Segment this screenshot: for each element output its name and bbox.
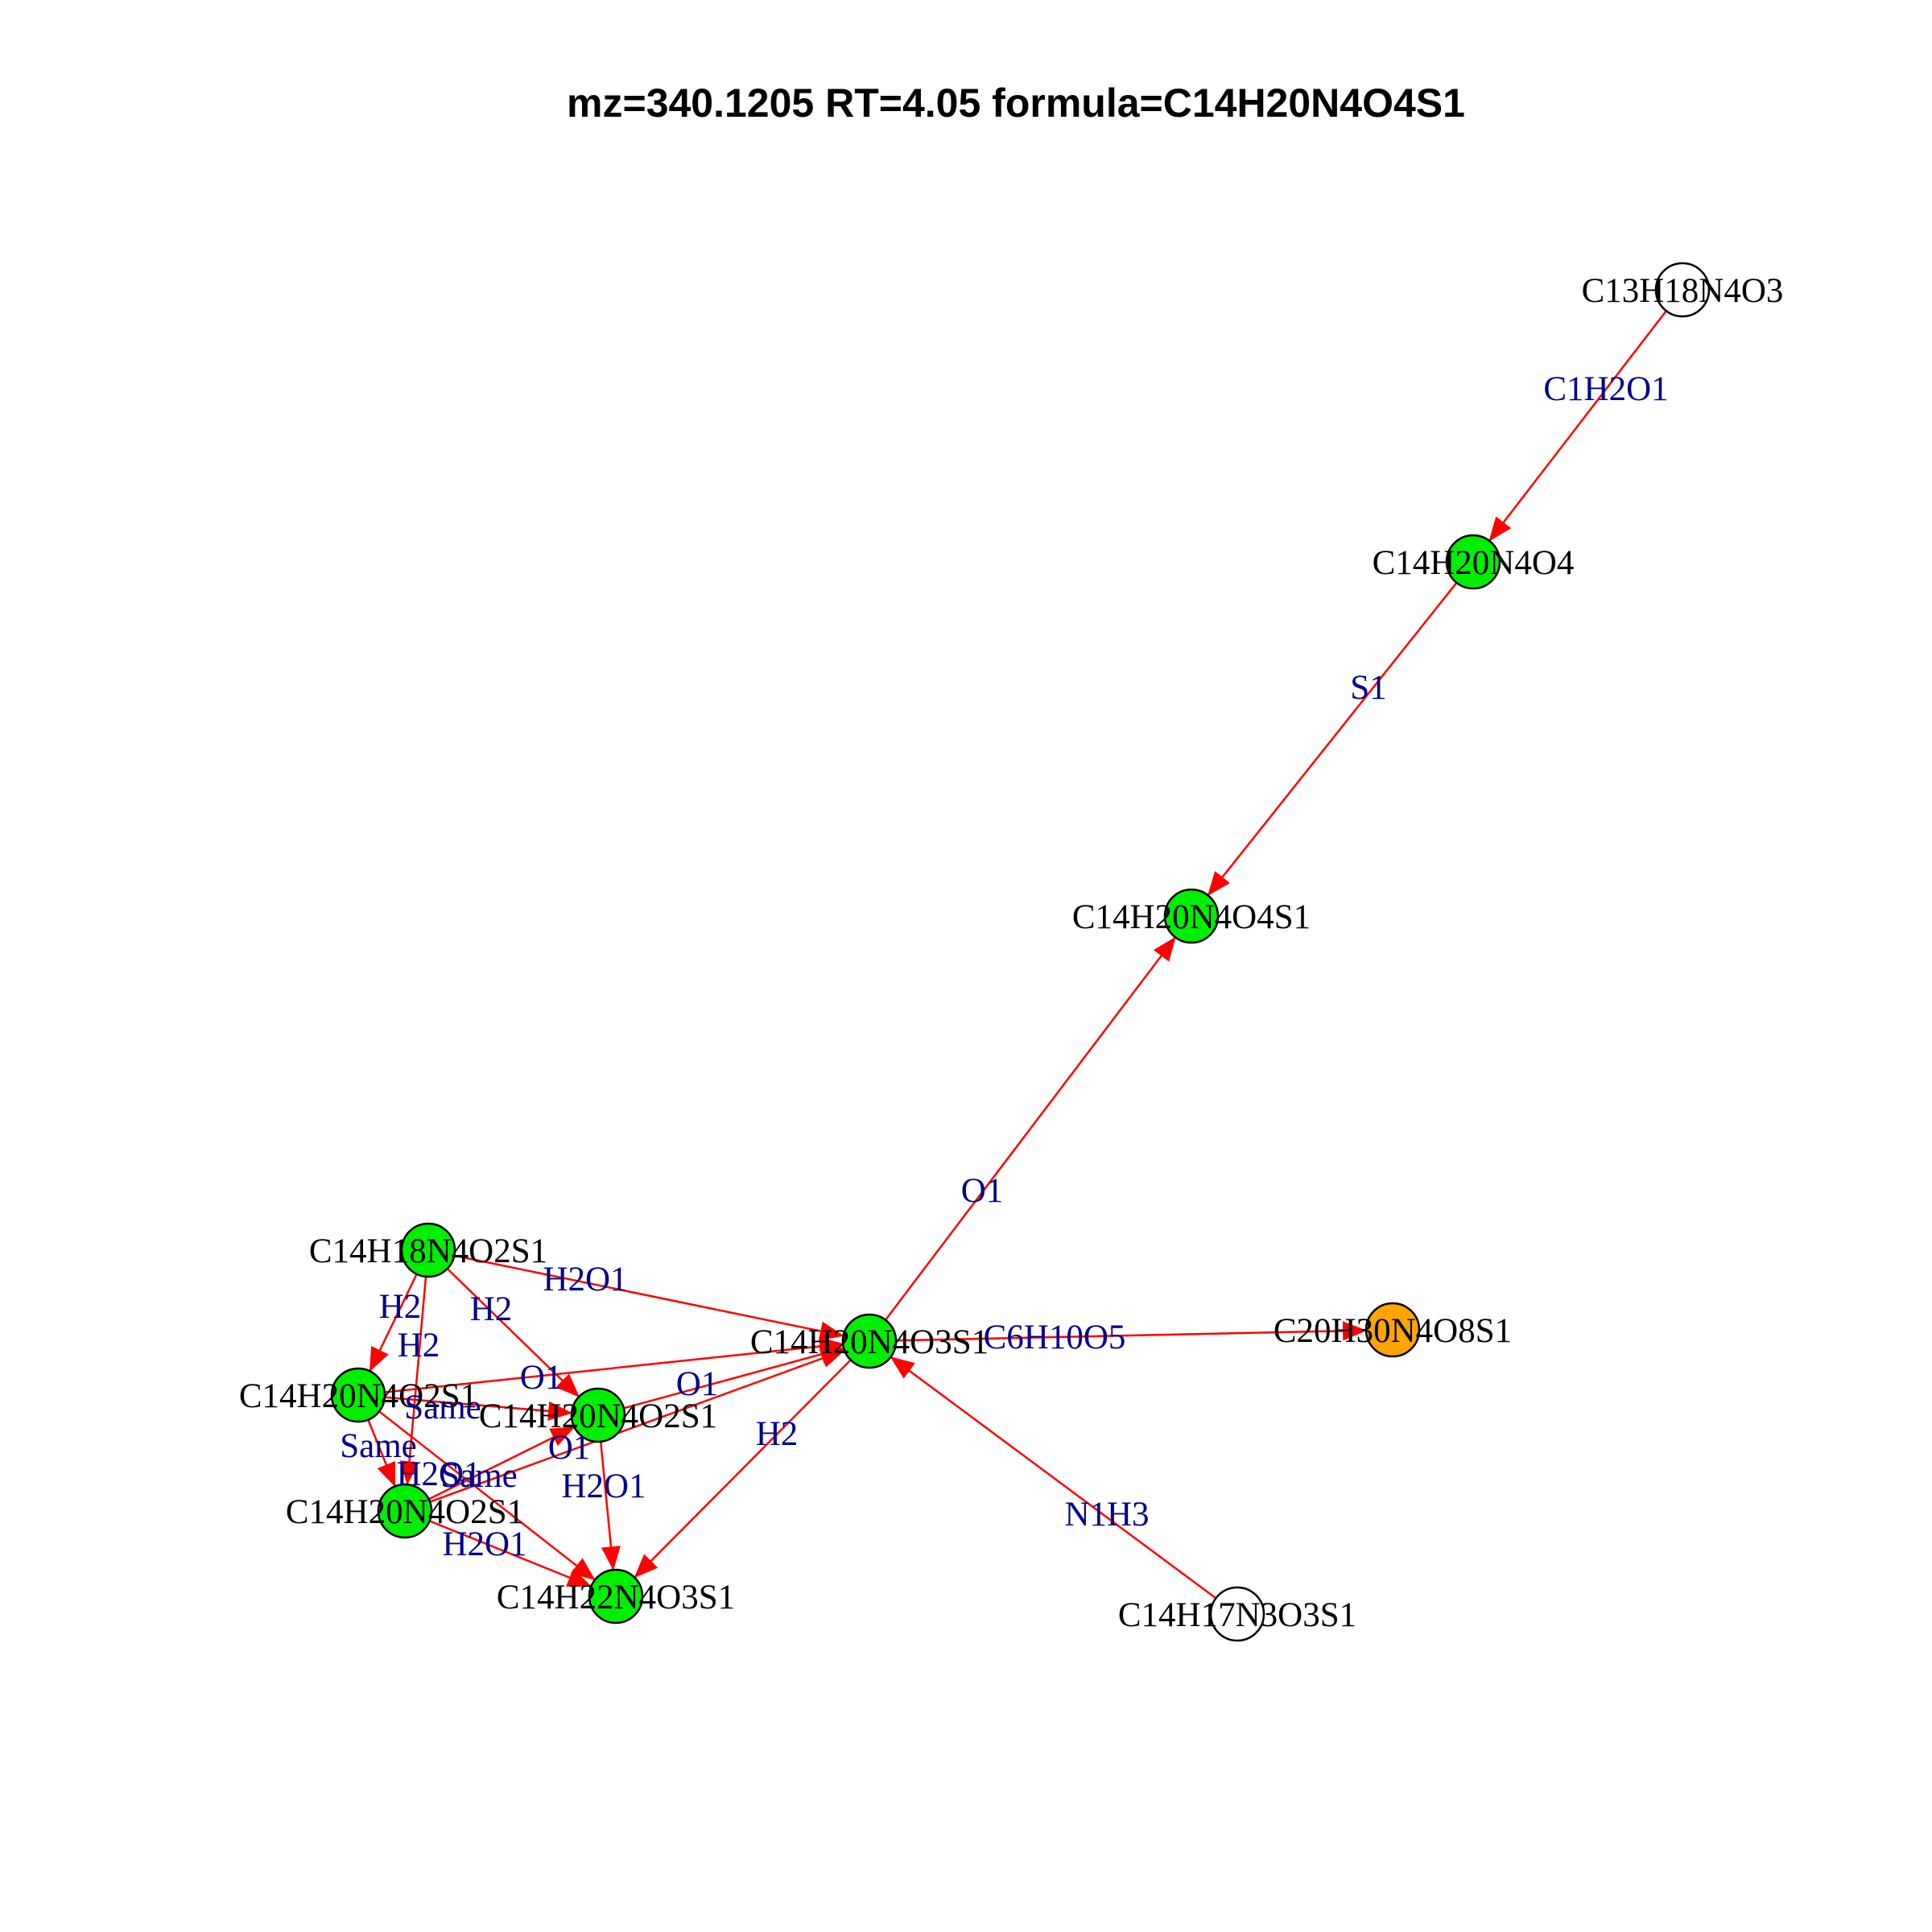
edge-12	[429, 1349, 845, 1503]
edge-label: Same	[404, 1389, 481, 1426]
edge-label: C6H10O5	[984, 1319, 1126, 1356]
edge-label: C1H2O1	[1543, 370, 1668, 408]
edge-13	[384, 1396, 573, 1421]
diagram-title: mz=340.1205 RT=4.05 formula=C14H20N4O4S1	[567, 80, 1465, 126]
edge-label: H2O1	[396, 1455, 481, 1493]
node-c14h20n4o3s1	[841, 1313, 898, 1369]
node-c14h22n4o3s1	[588, 1568, 644, 1624]
node-label: C14H20N4O4	[1373, 544, 1575, 582]
node-c14h17n3o3s1	[1209, 1586, 1265, 1642]
edge-label: H2O1	[442, 1525, 526, 1563]
node-label: C14H17N3O3S1	[1118, 1596, 1356, 1634]
edge-label: Same	[440, 1457, 518, 1495]
edge-14	[367, 1419, 396, 1488]
node-label: C13H18N4O3	[1582, 272, 1784, 310]
edge-3	[895, 1321, 1368, 1342]
node-c14h20n4o2s1-a	[330, 1367, 386, 1423]
edge-label: H2	[379, 1288, 422, 1326]
edge-label: H2O1	[543, 1261, 627, 1298]
edge-18	[429, 1520, 592, 1587]
edge-label: H2	[398, 1327, 440, 1364]
edge-10	[384, 1336, 844, 1393]
node-label: C14H20N4O2S1	[479, 1397, 717, 1435]
edge-16	[378, 1410, 596, 1581]
edge-label: H2	[470, 1290, 513, 1328]
edge-label: H2O1	[561, 1468, 646, 1505]
node-labels-layer: C13H18N4O3C14H20N4O4C14H20N4O4S1C14H20N4…	[239, 272, 1784, 1634]
node-label: C14H20N4O3S1	[750, 1323, 989, 1361]
node-label: C14H20N4O2S1	[286, 1493, 524, 1531]
node-c14h20n4o2s1-c	[377, 1483, 433, 1539]
edge-label: N1H3	[1064, 1496, 1149, 1534]
node-c20h30n4o8s1	[1364, 1302, 1421, 1358]
edge-label: Same	[340, 1427, 417, 1465]
node-label: C14H22N4O3S1	[497, 1579, 735, 1616]
edges-layer	[367, 310, 1667, 1600]
edge-17	[599, 1441, 621, 1571]
node-c14h18n4o2s1	[400, 1222, 456, 1278]
edge-label: S1	[1350, 669, 1386, 707]
edge-6	[454, 1254, 844, 1341]
node-c14h20n4o4	[1445, 534, 1501, 590]
edge-15	[428, 1426, 576, 1501]
edge-label: O1	[676, 1365, 719, 1403]
nodes-layer	[330, 262, 1711, 1642]
edge-5	[634, 1359, 852, 1579]
node-c14h20n4o4s1	[1163, 888, 1220, 944]
node-label: C14H18N4O2S1	[309, 1232, 547, 1270]
edge-7	[369, 1274, 418, 1373]
edge-label: O1	[548, 1429, 591, 1467]
edge-1	[1207, 582, 1458, 896]
edge-9	[399, 1276, 427, 1486]
edge-label: O1	[520, 1359, 563, 1397]
node-label: C20H30N4O8S1	[1274, 1312, 1512, 1350]
edge-2	[884, 936, 1176, 1321]
edge-label: O1	[961, 1172, 1004, 1210]
edge-11	[623, 1344, 845, 1410]
edge-0	[1488, 310, 1667, 542]
node-c14h20n4o2s1-b	[570, 1387, 626, 1443]
edge-label: H2	[756, 1415, 799, 1453]
edge-4	[890, 1356, 1217, 1600]
node-label: C14H20N4O2S1	[239, 1377, 477, 1415]
node-c13h18n4o3	[1654, 262, 1711, 318]
node-label: C14H20N4O4S1	[1072, 898, 1311, 936]
